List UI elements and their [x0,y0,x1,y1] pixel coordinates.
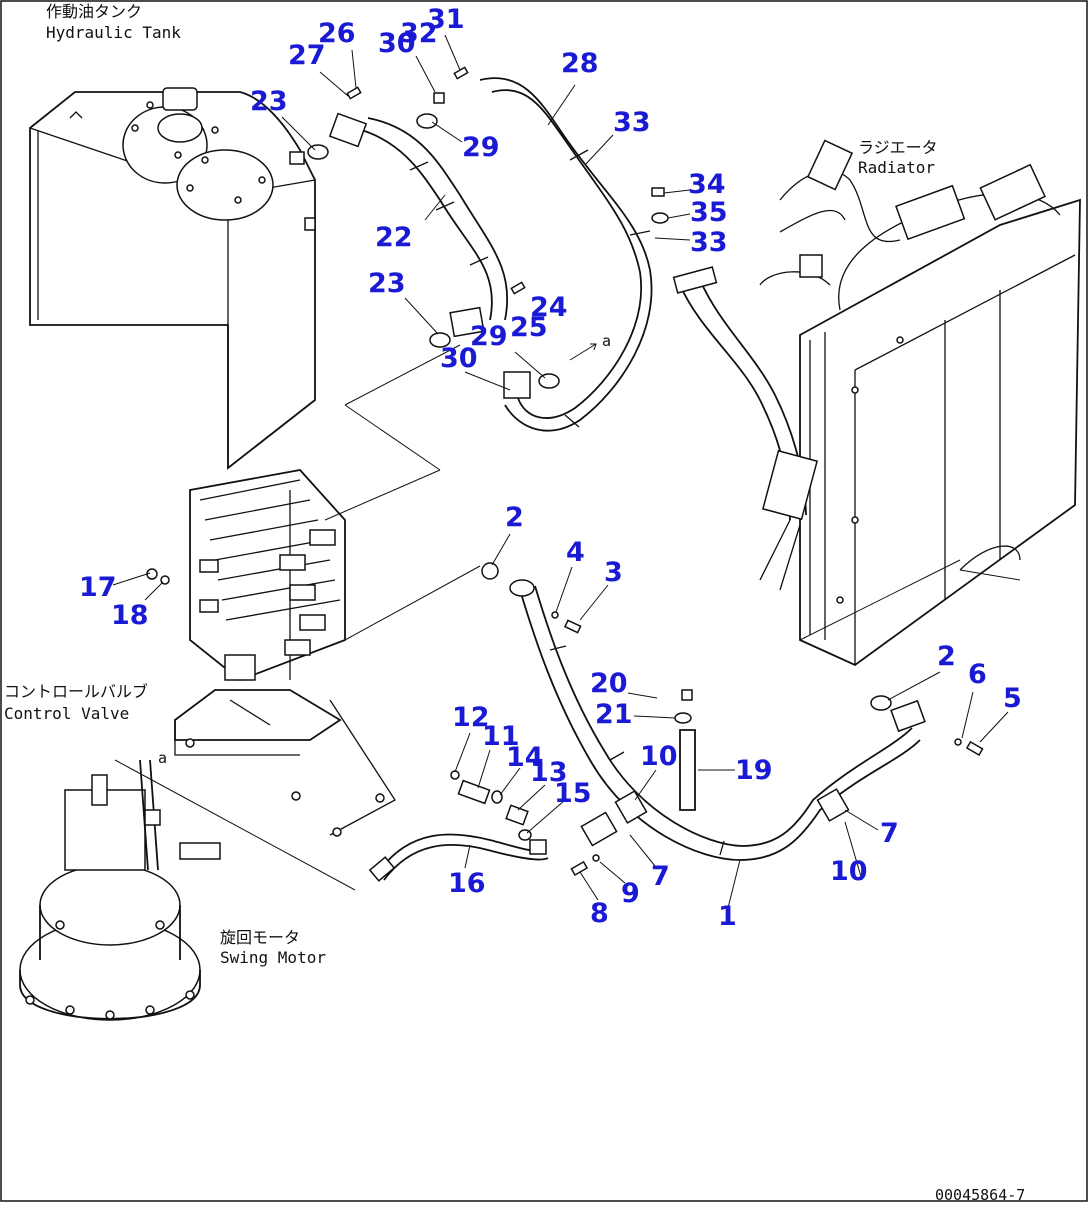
callout-8: 8 [590,898,609,929]
ref-a-lower: a [158,749,167,767]
control-valve-label-en: Control Valve [4,704,129,723]
callout-2-b: 2 [937,641,956,672]
callout-33-b: 33 [690,227,728,258]
radiator-label-en: Radiator [858,158,935,177]
leader-lines [112,34,1009,909]
callout-13: 13 [530,757,568,788]
callout-10-b: 10 [830,856,868,887]
callout-33: 33 [613,107,651,138]
callout-3: 3 [604,557,623,588]
ref-a-upper: a [602,332,611,350]
callout-19: 19 [735,755,773,786]
reference-marks: a a [158,332,611,767]
callout-20: 20 [590,668,628,699]
callout-22: 22 [375,222,413,253]
radiator-hose [672,266,819,591]
callout-29-b: 29 [470,321,508,352]
callout-28: 28 [561,48,599,79]
swing-motor-drawing [19,759,356,1021]
hydraulic-tank-caption: 作動油タンク Hydraulic Tank [46,2,181,42]
callout-30-b: 30 [440,343,478,374]
control-valve-caption: コントロールバルブ Control Valve [4,682,148,723]
control-valve-label-jp: コントロールバルブ [4,682,148,701]
callout-32: 32 [400,18,438,49]
callout-7: 7 [651,861,670,892]
callout-4: 4 [566,537,585,568]
callout-31: 31 [427,4,465,35]
callout-9: 9 [621,878,640,909]
callout-5: 5 [1003,683,1022,714]
callout-10: 10 [640,741,678,772]
radiator-drawing [759,139,1081,667]
radiator-label-jp: ラジエータ [858,138,938,157]
return-piping [368,562,984,882]
callout-27: 27 [288,40,326,71]
callout-17: 17 [79,572,117,603]
callout-16: 16 [448,868,486,899]
hydraulic-tank-label-en: Hydraulic Tank [46,23,181,42]
hydraulic-tank-drawing [29,87,316,470]
callout-21: 21 [595,699,633,730]
callout-23: 23 [250,86,288,117]
callout-30: 30 [378,28,416,59]
callout-29: 29 [462,132,500,163]
callout-1: 1 [718,901,737,932]
hydraulic-tank-label-jp: 作動油タンク [46,2,142,21]
callout-7-b: 7 [880,818,899,849]
callout-12: 12 [452,702,490,733]
callout-25: 25 [510,312,548,343]
swing-motor-label-jp: 旋回モータ [220,928,300,947]
callout-34: 34 [688,169,726,200]
callout-14: 14 [506,742,544,773]
callout-2: 2 [505,502,524,533]
callout-18: 18 [111,600,149,631]
control-valve-drawing [146,469,481,837]
callout-23-b: 23 [368,268,406,299]
callout-15: 15 [554,778,592,809]
radiator-caption: ラジエータ Radiator [858,138,938,177]
callout-numbers: 26 27 31 32 30 28 33 23 29 22 34 35 33 2… [79,4,1022,932]
callout-6: 6 [968,659,987,690]
suction-hoses [307,66,669,471]
callout-11: 11 [482,721,520,752]
swing-motor-label-en: Swing Motor [220,948,326,967]
callout-35: 35 [690,197,728,228]
swing-motor-caption: 旋回モータ Swing Motor [220,928,326,967]
callout-24: 24 [530,292,568,323]
drawing-code: 00045864-7 [935,1186,1025,1204]
callout-26: 26 [318,18,356,49]
